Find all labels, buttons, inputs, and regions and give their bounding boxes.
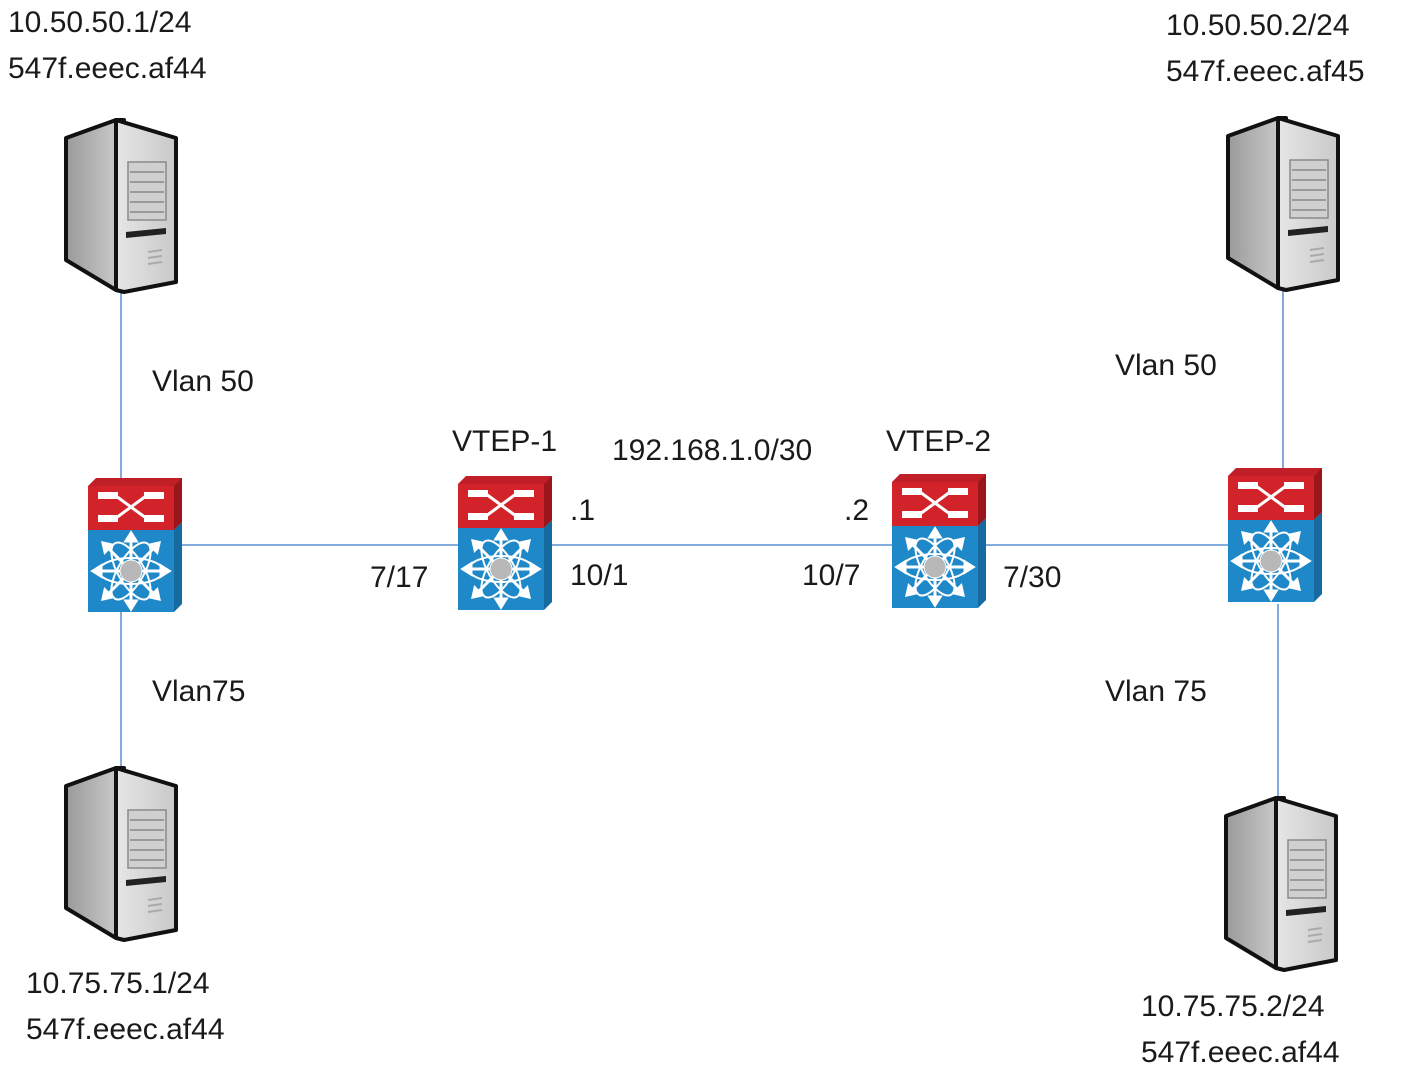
server-icon-bottom-left bbox=[64, 766, 178, 942]
vtep2-ip-suffix-label: .2 bbox=[844, 494, 870, 527]
vtep2-name-label: VTEP-2 bbox=[886, 425, 992, 458]
vtep1-ip-suffix-label: .1 bbox=[570, 494, 596, 527]
switch-icon-vtep1 bbox=[456, 474, 554, 612]
host-top-left-label: 10.50.50.1/24 547f.eeec.af44 bbox=[8, 0, 207, 92]
links bbox=[120, 285, 1284, 815]
vlan-left-top-label: Vlan 50 bbox=[152, 365, 254, 398]
host-top-left-mac: 547f.eeec.af44 bbox=[8, 52, 207, 85]
vlan-right-top-label: Vlan 50 bbox=[1115, 349, 1217, 382]
vtep2-port-right-label: 7/30 bbox=[1003, 561, 1062, 594]
host-bottom-left-mac: 547f.eeec.af44 bbox=[26, 1013, 225, 1046]
vtep1-port-right-label: 10/1 bbox=[570, 559, 629, 592]
vtep2-port-left-label: 10/7 bbox=[802, 559, 861, 592]
vtep1-port-left-label: 7/17 bbox=[370, 561, 429, 594]
host-top-right-label: 10.50.50.2/24 547f.eeec.af45 bbox=[1166, 3, 1365, 95]
transit-subnet-label: 192.168.1.0/30 bbox=[612, 434, 813, 467]
vlan-left-bottom-label: Vlan75 bbox=[152, 675, 246, 708]
host-bottom-left-label: 10.75.75.1/24 547f.eeec.af44 bbox=[26, 961, 225, 1053]
switch-icon-vtep2 bbox=[890, 472, 988, 610]
host-bottom-right-ip: 10.75.75.2/24 bbox=[1141, 990, 1325, 1023]
switch-icon-right bbox=[1226, 466, 1324, 604]
host-top-left-ip: 10.50.50.1/24 bbox=[8, 6, 192, 39]
vtep1-name-label: VTEP-1 bbox=[452, 425, 558, 458]
host-bottom-left-ip: 10.75.75.1/24 bbox=[26, 967, 210, 1000]
vlan-right-bottom-label: Vlan 75 bbox=[1105, 675, 1207, 708]
server-icon-top-left bbox=[64, 118, 178, 294]
host-top-right-mac: 547f.eeec.af45 bbox=[1166, 55, 1365, 88]
host-top-right-ip: 10.50.50.2/24 bbox=[1166, 9, 1350, 42]
server-icon-bottom-right bbox=[1224, 796, 1338, 972]
host-bottom-right-mac: 547f.eeec.af44 bbox=[1141, 1036, 1340, 1069]
host-bottom-right-label: 10.75.75.2/24 547f.eeec.af44 bbox=[1141, 984, 1340, 1076]
switch-icon-left bbox=[86, 476, 184, 614]
server-icon-top-right bbox=[1226, 116, 1340, 292]
